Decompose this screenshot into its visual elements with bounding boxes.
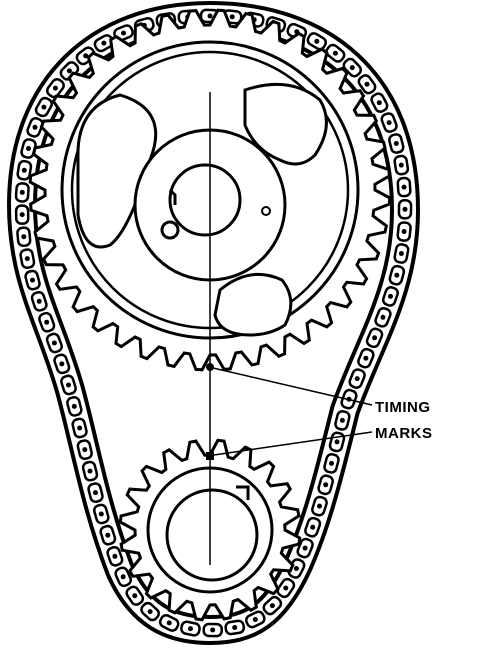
chain-pin xyxy=(105,532,111,538)
chain-pin xyxy=(66,382,71,388)
chain-pin xyxy=(354,376,360,382)
chain-pin xyxy=(380,314,386,320)
chain-pin xyxy=(121,30,126,36)
chain-pin xyxy=(166,620,172,626)
chain-pin xyxy=(19,189,25,195)
chain-pin xyxy=(77,425,83,431)
chain-pin xyxy=(332,50,338,56)
chain-pin xyxy=(210,627,216,633)
chain-pin xyxy=(101,40,107,46)
chain-pin xyxy=(21,167,27,173)
chain-pin xyxy=(398,251,404,256)
chain-pin xyxy=(293,566,299,571)
chain-pin xyxy=(317,503,322,509)
chain-pin xyxy=(323,482,329,488)
chain-pin xyxy=(372,335,378,341)
chain-pin xyxy=(30,277,35,283)
chain-pin xyxy=(232,625,238,630)
chain-pin xyxy=(401,184,407,190)
chain-pin xyxy=(26,146,31,151)
chain-pin xyxy=(302,545,308,551)
chain-pin xyxy=(388,293,393,299)
callout-leader-crank xyxy=(213,431,373,456)
chain-pin xyxy=(98,511,104,517)
chain-pin xyxy=(329,460,334,466)
chain-pin xyxy=(188,626,193,632)
chain-pin xyxy=(24,256,30,262)
cam-window-right xyxy=(243,82,328,166)
chain-pin xyxy=(283,585,289,591)
cam-bore xyxy=(168,163,242,237)
chain-pin xyxy=(402,206,408,212)
chain-pin xyxy=(349,65,355,71)
chain-pin xyxy=(87,468,93,474)
chain-pin xyxy=(363,355,369,361)
chain-pin xyxy=(147,609,153,615)
callout-label-line1: TIMING xyxy=(375,399,431,416)
chain-pin xyxy=(310,524,316,530)
chain-pin xyxy=(120,574,126,580)
chain-pin xyxy=(51,340,57,346)
chain-pin xyxy=(59,361,65,367)
chain-pin xyxy=(229,14,235,20)
chain-pin xyxy=(21,234,27,240)
chain-pin xyxy=(394,272,400,278)
crank-bore xyxy=(165,488,259,582)
cam-timing-mark xyxy=(206,363,214,371)
crank-timing-mark xyxy=(206,452,214,460)
chain-pin xyxy=(334,439,340,445)
chain-pin xyxy=(393,141,399,146)
chain-pin xyxy=(52,85,58,91)
chain-pin xyxy=(66,68,72,74)
chain-pin xyxy=(32,124,38,130)
chain-pin xyxy=(41,104,47,110)
cam-window-bottom xyxy=(213,272,293,337)
chain-pin xyxy=(36,298,42,304)
cam-dowel-hole xyxy=(160,220,180,240)
chain-pin xyxy=(132,593,138,599)
chain-pin xyxy=(71,403,77,409)
chain-pin xyxy=(339,417,345,423)
crank-keyway xyxy=(236,485,250,500)
cam-keyway xyxy=(168,188,177,205)
chain-pin xyxy=(398,162,404,168)
cam-small-hole xyxy=(261,206,271,216)
chain-pin xyxy=(207,13,213,19)
chain-pin xyxy=(93,490,98,496)
chain-pin xyxy=(19,212,25,218)
chain-pin xyxy=(376,100,382,106)
chain-pin xyxy=(386,120,392,126)
chain-pin xyxy=(314,38,320,44)
chain-pin xyxy=(269,603,275,609)
callout-label-line2: MARKS xyxy=(375,425,433,442)
timing-chain xyxy=(7,1,420,645)
chain-pin xyxy=(112,553,118,559)
chain-pin xyxy=(401,229,407,234)
chain-pin xyxy=(364,81,370,87)
chain-pin xyxy=(44,319,50,325)
chain-pin xyxy=(82,447,88,453)
chain-pin xyxy=(252,617,258,622)
callout-leader-cam xyxy=(212,367,373,406)
